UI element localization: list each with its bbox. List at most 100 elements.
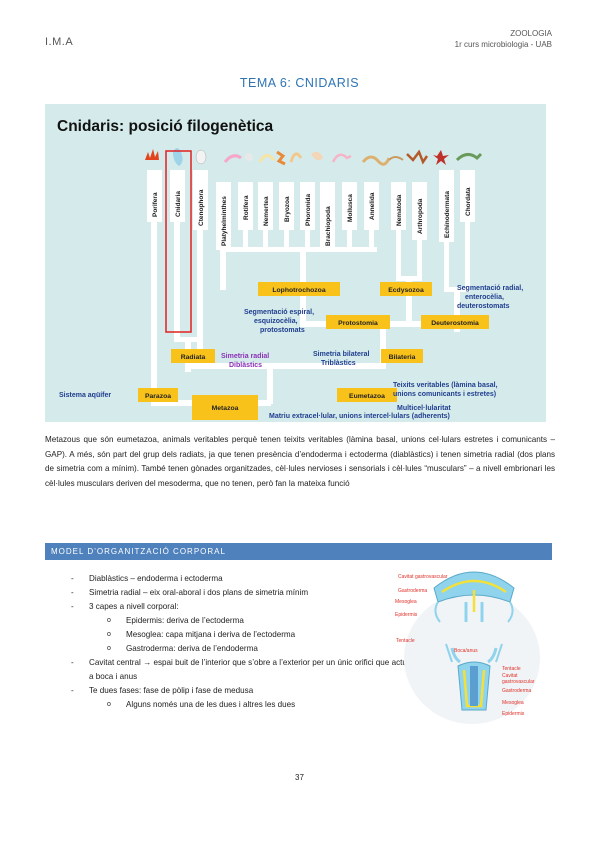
page-number: 37 bbox=[295, 773, 304, 782]
svg-text:Cnidaria: Cnidaria bbox=[175, 191, 182, 217]
phylum-porifera: Porifera bbox=[147, 170, 162, 390]
phylogeny-figure: Cnidaris: posició filogenètica Porifera … bbox=[45, 104, 546, 422]
phylum-platyhelminthes: Platyhelminthes bbox=[216, 182, 231, 250]
note-aquifer: Sistema aqüífer bbox=[59, 392, 111, 399]
note-radial-2: Diblàstics bbox=[229, 362, 262, 369]
intro-paragraph: Metazous que són eumetazoa, animals veri… bbox=[45, 435, 555, 488]
phylum-cnidaria: Cnidaria bbox=[170, 170, 185, 340]
earthworm-icon bbox=[361, 155, 391, 166]
note-deut-2: enterocèlia, bbox=[465, 294, 504, 301]
snail-icon bbox=[331, 153, 352, 163]
phylum-arthropoda: Arthropoda bbox=[412, 182, 427, 240]
note-meta-2: Matriu extracel·lular, unions intercel·l… bbox=[269, 413, 450, 420]
svg-text:Annelida: Annelida bbox=[369, 192, 376, 220]
cnidaria-highlight bbox=[165, 150, 192, 333]
header-subject: ZOOLOGIA bbox=[510, 29, 552, 38]
svg-text:Ctenophora: Ctenophora bbox=[198, 189, 205, 226]
note-deut-1: Segmentació radial, bbox=[457, 285, 523, 292]
bullet-mesoglea: Mesoglea: capa mitjana i deriva de l’ect… bbox=[45, 628, 390, 642]
note-teixits-2: unions comunicants i estretes) bbox=[393, 391, 496, 398]
label-cavitat-top: Cavitat gastrovascular bbox=[398, 574, 448, 580]
svg-text:Metazoa: Metazoa bbox=[212, 405, 239, 412]
note-prot-1: Segmentació espiral, bbox=[244, 309, 314, 316]
phylum-ctenophora: Ctenophora bbox=[193, 170, 208, 340]
phylum-brachiopoda: Brachiopoda bbox=[320, 182, 335, 250]
bullet-cavitat: Cavitat central → espai buit de l’interi… bbox=[45, 656, 429, 684]
bullet-capes: 3 capes a nivell corporal: bbox=[45, 600, 390, 614]
phylum-annelida: Annelida bbox=[364, 182, 379, 230]
svg-text:Echinodermata: Echinodermata bbox=[444, 191, 451, 238]
label-mesoglea-top: Mesoglea bbox=[395, 599, 417, 605]
note-prot-2: esquizocèlia, bbox=[254, 318, 298, 325]
phylum-mollusca: Mollusca bbox=[342, 182, 357, 230]
phylum-bryozoa: Bryozoa bbox=[279, 182, 294, 230]
phylogeny-tree: Cnidaris: posició filogenètica Porifera … bbox=[57, 118, 523, 420]
header-course: ZOOLOGIA 1r curs microbiologia - UAB bbox=[455, 28, 552, 50]
box-radiata: Radiata bbox=[171, 349, 215, 363]
note-meta-1: Multicel·lularitat bbox=[397, 405, 451, 412]
starfish-icon bbox=[433, 150, 449, 165]
bryozoan-icon bbox=[276, 150, 286, 166]
body-plan-illustration: Cavitat gastrovascular Gastroderma Mesog… bbox=[395, 571, 540, 724]
phoronid-icon bbox=[289, 152, 303, 163]
label-tentacle-top: Tentacle bbox=[396, 638, 415, 644]
comb-jelly-icon bbox=[195, 149, 207, 165]
note-teixits-1: Teixits veritables (làmina basal, bbox=[393, 382, 498, 389]
svg-text:Deuterostomia: Deuterostomia bbox=[431, 320, 479, 327]
box-ecdysozoa: Ecdysozoa bbox=[380, 282, 432, 296]
svg-text:Mollusca: Mollusca bbox=[347, 194, 354, 222]
svg-text:Parazoa: Parazoa bbox=[145, 393, 171, 400]
box-bilateria: Bilateria bbox=[381, 349, 423, 363]
label-boca: Boca/anus bbox=[454, 648, 478, 654]
svg-text:Brachiopoda: Brachiopoda bbox=[325, 206, 332, 246]
phylum-echinodermata: Echinodermata bbox=[439, 170, 454, 242]
box-protostomia: Protostomia bbox=[326, 315, 390, 329]
svg-text:Arthropoda: Arthropoda bbox=[417, 198, 424, 234]
note-radial-1: Simetria radial bbox=[221, 353, 269, 360]
svg-text:Nemertea: Nemertea bbox=[263, 196, 270, 226]
header-course-line: 1r curs microbiologia - UAB bbox=[454, 40, 552, 49]
bullet-gastroderma: Gastroderma: deriva de l’endoderma bbox=[45, 642, 390, 656]
label-epidermis-top: Epidermis bbox=[395, 612, 418, 618]
note-deut-3: deuterostomats bbox=[457, 303, 510, 310]
bullet-diblastics: Diablàstics – endoderma i ectoderma bbox=[45, 572, 390, 586]
medusa-icon bbox=[433, 571, 515, 623]
label-cavitat-bot-1: Cavitat bbox=[502, 673, 518, 679]
note-bilat-1: Simetria bilateral bbox=[313, 351, 369, 358]
animal-silhouettes bbox=[145, 148, 483, 166]
nematode-icon bbox=[388, 156, 404, 161]
box-lophotrochozoa: Lophotrochozoa bbox=[258, 282, 340, 296]
svg-text:Radiata: Radiata bbox=[181, 354, 206, 361]
svg-text:Bilateria: Bilateria bbox=[389, 354, 416, 361]
body-plan-diagram: Cavitat gastrovascular Gastroderma Mesog… bbox=[392, 562, 544, 727]
page-title: TEMA 6: CNIDARIS bbox=[239, 76, 360, 90]
svg-text:Nematoda: Nematoda bbox=[396, 194, 403, 226]
phylum-chordata: Chordata bbox=[460, 170, 475, 222]
nemertean-icon bbox=[258, 154, 276, 163]
box-eumetazoa: Eumetazoa bbox=[337, 388, 397, 402]
svg-text:Bryozoa: Bryozoa bbox=[284, 196, 291, 222]
svg-text:Porifera: Porifera bbox=[152, 192, 159, 217]
crab-icon bbox=[406, 149, 429, 165]
rotifer-icon bbox=[245, 153, 253, 161]
bullet-list: Diablàstics – endoderma i ectoderma Sime… bbox=[45, 572, 429, 712]
figure-title: Cnidaris: posició filogenètica bbox=[57, 118, 274, 135]
label-epidermis-bot: Epidermis bbox=[502, 711, 525, 717]
bullet-fases-sub: Alguns només una de les dues i altres le… bbox=[45, 698, 390, 712]
flatworm-icon bbox=[223, 154, 242, 163]
jellyfish-icon bbox=[173, 148, 183, 166]
header-initials: I.M.A bbox=[45, 36, 74, 48]
sponge-icon bbox=[145, 149, 159, 160]
bullet-simetria: Simetria radial – eix oral-aboral i dos … bbox=[45, 586, 390, 600]
svg-text:Phoronida: Phoronida bbox=[305, 193, 312, 226]
label-gastroderma-top: Gastroderma bbox=[398, 588, 427, 594]
note-prot-3: protostomats bbox=[260, 327, 305, 334]
svg-text:Rotifera: Rotifera bbox=[243, 195, 250, 220]
svg-text:Ecdysozoa: Ecdysozoa bbox=[388, 287, 424, 294]
svg-text:Platyhelminthes: Platyhelminthes bbox=[221, 196, 228, 246]
phylum-columns: Porifera Cnidaria Ctenophora Platyhelmin… bbox=[147, 170, 475, 390]
bullet-epidermis: Epidermis: deriva de l’ectoderma bbox=[45, 614, 390, 628]
label-gastroderma-bot: Gastroderma bbox=[502, 688, 531, 694]
phylum-phoronida: Phoronida bbox=[300, 182, 315, 230]
svg-text:Chordata: Chordata bbox=[465, 187, 472, 216]
